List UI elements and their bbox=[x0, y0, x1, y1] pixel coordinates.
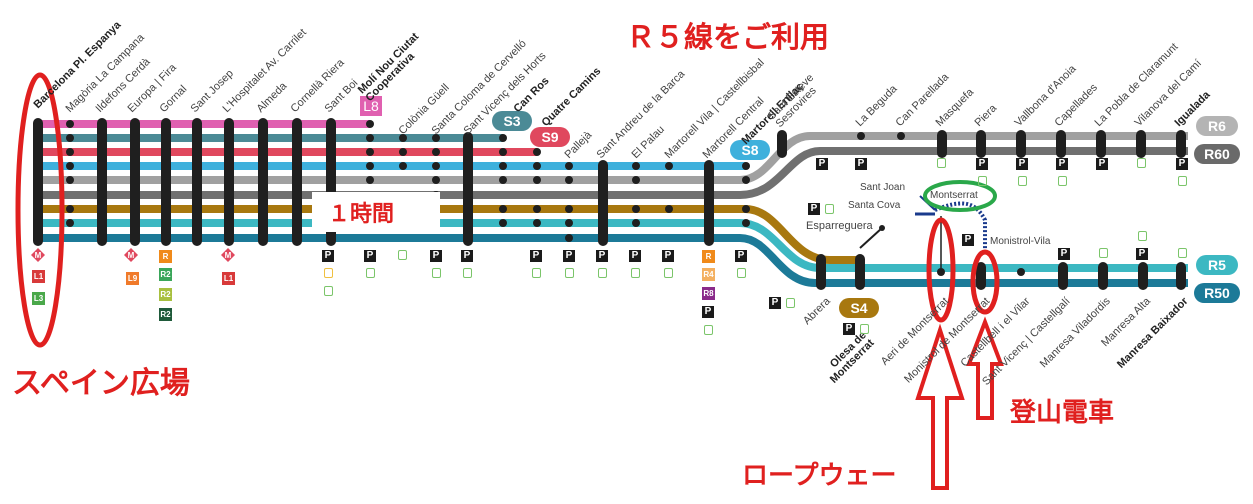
parking-icon: P bbox=[1096, 158, 1108, 170]
bus-icon bbox=[825, 204, 834, 214]
r2-nord-badge: R2 bbox=[159, 288, 172, 301]
parking-icon: P bbox=[563, 250, 575, 262]
parking-icon: P bbox=[769, 297, 781, 309]
parking-icon: P bbox=[530, 250, 542, 262]
parking-icon: P bbox=[1136, 248, 1148, 260]
metro-l3-badge: L3 bbox=[32, 292, 45, 305]
bus-icon bbox=[398, 250, 407, 260]
parking-icon: P bbox=[596, 250, 608, 262]
r4-badge: R4 bbox=[702, 268, 715, 281]
highlight-ellipse-aeri bbox=[926, 217, 956, 323]
parking-icon: P bbox=[735, 250, 747, 262]
bus-icon bbox=[1137, 158, 1146, 168]
parking-icon: P bbox=[322, 250, 334, 262]
annotation-plaza-espanya: スペイン広場 bbox=[12, 367, 190, 400]
highlight-ellipse-montserrat bbox=[923, 180, 997, 212]
metro-icon: M bbox=[124, 248, 138, 262]
highlight-ellipse-monistrol bbox=[970, 249, 1000, 315]
r8-badge: R8 bbox=[702, 287, 715, 300]
interchange-bars bbox=[33, 118, 1186, 290]
parking-icon: P bbox=[808, 203, 820, 215]
annotation-rack-railway: 登山電車 bbox=[1010, 397, 1115, 427]
bus-icon bbox=[937, 158, 946, 168]
parking-icon: P bbox=[1058, 248, 1070, 260]
metro-l1-badge: L1 bbox=[222, 272, 235, 285]
svg-text:M: M bbox=[225, 251, 232, 260]
arrow-rack-railway bbox=[966, 316, 1004, 420]
bus-icon bbox=[565, 268, 574, 278]
bus-icon bbox=[978, 176, 987, 186]
bus-icon bbox=[463, 268, 472, 278]
annotation-box bbox=[312, 192, 440, 232]
highlight-ellipse-espanya bbox=[15, 72, 65, 348]
bus-icon bbox=[532, 268, 541, 278]
r2-sud-badge: R2 bbox=[159, 308, 172, 321]
parking-icon: P bbox=[976, 158, 988, 170]
badge-r5[interactable]: R5 bbox=[1196, 255, 1238, 275]
metro-icon: M bbox=[31, 248, 45, 262]
badge-s9[interactable]: S9 bbox=[530, 127, 570, 147]
r2-badge: R2 bbox=[159, 268, 172, 281]
bus-icon bbox=[1178, 248, 1187, 258]
parking-icon: P bbox=[364, 250, 376, 262]
metro-l9-badge: L9 bbox=[126, 272, 139, 285]
label-esparreguera[interactable]: Esparreguera bbox=[806, 220, 873, 232]
parking-icon: P bbox=[816, 158, 828, 170]
bus-icon bbox=[1058, 176, 1067, 186]
bus-icon bbox=[860, 324, 869, 334]
badge-s8[interactable]: S8 bbox=[730, 140, 770, 160]
badge-r6[interactable]: R6 bbox=[1196, 116, 1238, 136]
bus-icon bbox=[598, 268, 607, 278]
parking-icon: P bbox=[1056, 158, 1068, 170]
parking-icon: P bbox=[1016, 158, 1028, 170]
bus-icon bbox=[664, 268, 673, 278]
annotation-one-hour: １時間 bbox=[328, 201, 395, 226]
label-santa-cova[interactable]: Santa Cova bbox=[848, 200, 901, 211]
badge-s3[interactable]: S3 bbox=[492, 111, 532, 131]
parking-icon: P bbox=[629, 250, 641, 262]
bus-icon bbox=[324, 268, 333, 278]
metro-icon: M bbox=[221, 248, 235, 262]
bus-icon bbox=[786, 298, 795, 308]
bus-icon bbox=[432, 268, 441, 278]
parking-icon: P bbox=[855, 158, 867, 170]
bus-icon bbox=[1099, 248, 1108, 258]
rodalies-badge: R bbox=[159, 250, 172, 263]
bus-icon bbox=[737, 268, 746, 278]
bus-icon bbox=[631, 268, 640, 278]
bus-icon bbox=[1178, 176, 1187, 186]
parking-icon: P bbox=[662, 250, 674, 262]
bus-icon bbox=[1018, 176, 1027, 186]
badge-s4[interactable]: S4 bbox=[839, 298, 879, 318]
svg-text:M: M bbox=[35, 251, 42, 260]
arrow-cable-car bbox=[915, 323, 965, 490]
bus-icon bbox=[704, 325, 713, 335]
annotation-cable-car: ロープウェー bbox=[742, 460, 897, 490]
parking-icon: P bbox=[702, 306, 714, 318]
bus-icon bbox=[1138, 231, 1147, 241]
esparreguera-connector bbox=[859, 227, 883, 249]
line-r50 bbox=[38, 234, 1188, 287]
rodalies-badge: R bbox=[702, 250, 715, 263]
svg-text:M: M bbox=[128, 251, 135, 260]
parking-icon: P bbox=[1176, 158, 1188, 170]
annotation-title: Ｒ５線をご利用 bbox=[626, 22, 830, 54]
parking-icon: P bbox=[461, 250, 473, 262]
label-montserrat[interactable]: Montserrat bbox=[930, 190, 978, 201]
parking-icon: P bbox=[430, 250, 442, 262]
label-monistrol-vila[interactable]: Monistrol-Vila bbox=[990, 236, 1051, 247]
bus-icon bbox=[324, 286, 333, 296]
parking-icon: P bbox=[843, 323, 855, 335]
badge-l8[interactable]: L8 bbox=[360, 96, 382, 116]
badge-r60[interactable]: R60 bbox=[1194, 144, 1240, 164]
line-r60 bbox=[38, 147, 1188, 199]
stop-dots bbox=[66, 120, 1025, 276]
metro-l1-badge: L1 bbox=[32, 270, 45, 283]
badge-r50[interactable]: R50 bbox=[1194, 283, 1240, 303]
parking-icon: P bbox=[962, 234, 974, 246]
bus-icon bbox=[366, 268, 375, 278]
label-sant-joan[interactable]: Sant Joan bbox=[860, 182, 906, 193]
